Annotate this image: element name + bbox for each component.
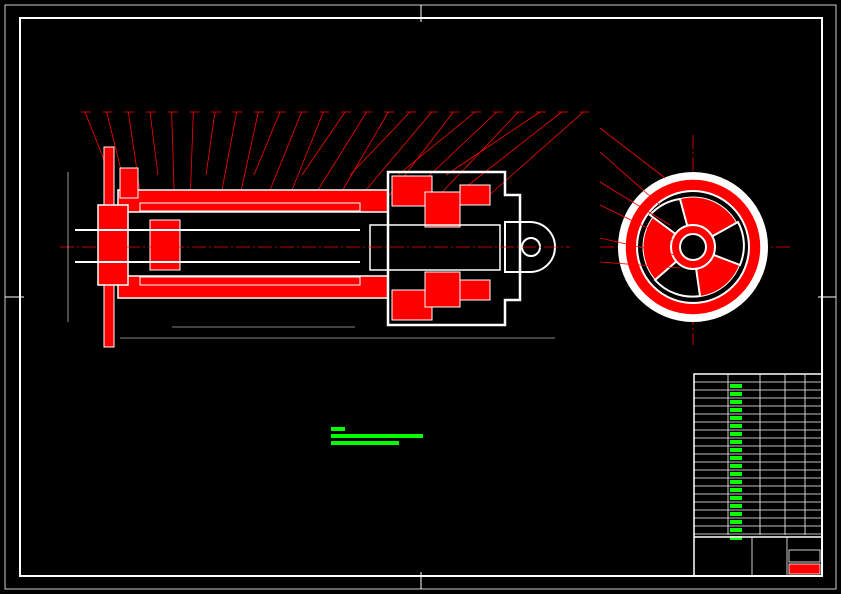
gearbox-housing <box>386 170 522 327</box>
leader-line <box>445 111 541 176</box>
parts-list-entry <box>730 480 742 484</box>
leader-line <box>397 111 476 176</box>
parts-list-entry <box>730 536 742 540</box>
end-cap <box>97 204 129 286</box>
leader-line <box>301 111 346 176</box>
parts-list-entry <box>730 416 742 420</box>
parts-list-entry <box>730 384 742 388</box>
notes-heading <box>331 427 345 431</box>
leader-line <box>477 111 584 206</box>
leader-line <box>365 111 432 191</box>
upper-fitting <box>119 167 139 199</box>
leader-line <box>317 111 368 191</box>
bore <box>679 233 707 261</box>
sectional-view <box>60 111 590 348</box>
parts-list-entry <box>730 512 742 516</box>
leader-line <box>205 111 216 176</box>
technical-notes <box>331 427 423 445</box>
leader-line <box>253 111 281 176</box>
parts-list-entry <box>730 392 742 396</box>
parts-list-entry <box>730 520 742 524</box>
leader-line <box>269 111 303 191</box>
end-view <box>599 127 790 345</box>
parts-list-entry <box>730 408 742 412</box>
leader-line <box>461 111 562 191</box>
leader-line <box>221 111 238 191</box>
parts-list-entry <box>730 440 742 444</box>
dimension-lines <box>67 172 555 339</box>
title-block <box>693 373 823 577</box>
parts-list-entry <box>730 464 742 468</box>
gear-upper <box>424 191 461 228</box>
school-name-box <box>788 563 821 575</box>
leader-line <box>171 111 175 191</box>
parts-list-entry <box>730 424 742 428</box>
notes-line-1 <box>331 434 423 438</box>
leader-line <box>349 111 411 176</box>
parts-list-rows <box>694 381 822 540</box>
output-shaft <box>369 224 501 271</box>
parts-list-entry <box>730 456 742 460</box>
notes-line-2 <box>331 441 399 445</box>
leader-line <box>429 111 519 206</box>
parts-list-entry <box>730 504 742 508</box>
parts-list-entry <box>730 448 742 452</box>
leader-line <box>149 111 159 176</box>
gear-lower <box>424 271 461 308</box>
end-view-leaders <box>599 127 681 269</box>
parts-list-entry <box>730 528 742 532</box>
drawing-title-box <box>788 549 821 563</box>
parts-list-entry <box>730 400 742 404</box>
inner-tube-lower <box>139 276 361 286</box>
bearing-upper <box>459 184 491 206</box>
clevis-eye <box>504 221 556 273</box>
drawing-frame <box>4 4 837 590</box>
parts-list-entry <box>730 472 742 476</box>
inner-tube-upper <box>139 202 361 212</box>
bearing-lower <box>459 279 491 301</box>
parts-list-entry <box>730 432 742 436</box>
parts-list-entry <box>730 488 742 492</box>
parts-list-entry <box>730 496 742 500</box>
parts-list-frame <box>693 373 823 577</box>
